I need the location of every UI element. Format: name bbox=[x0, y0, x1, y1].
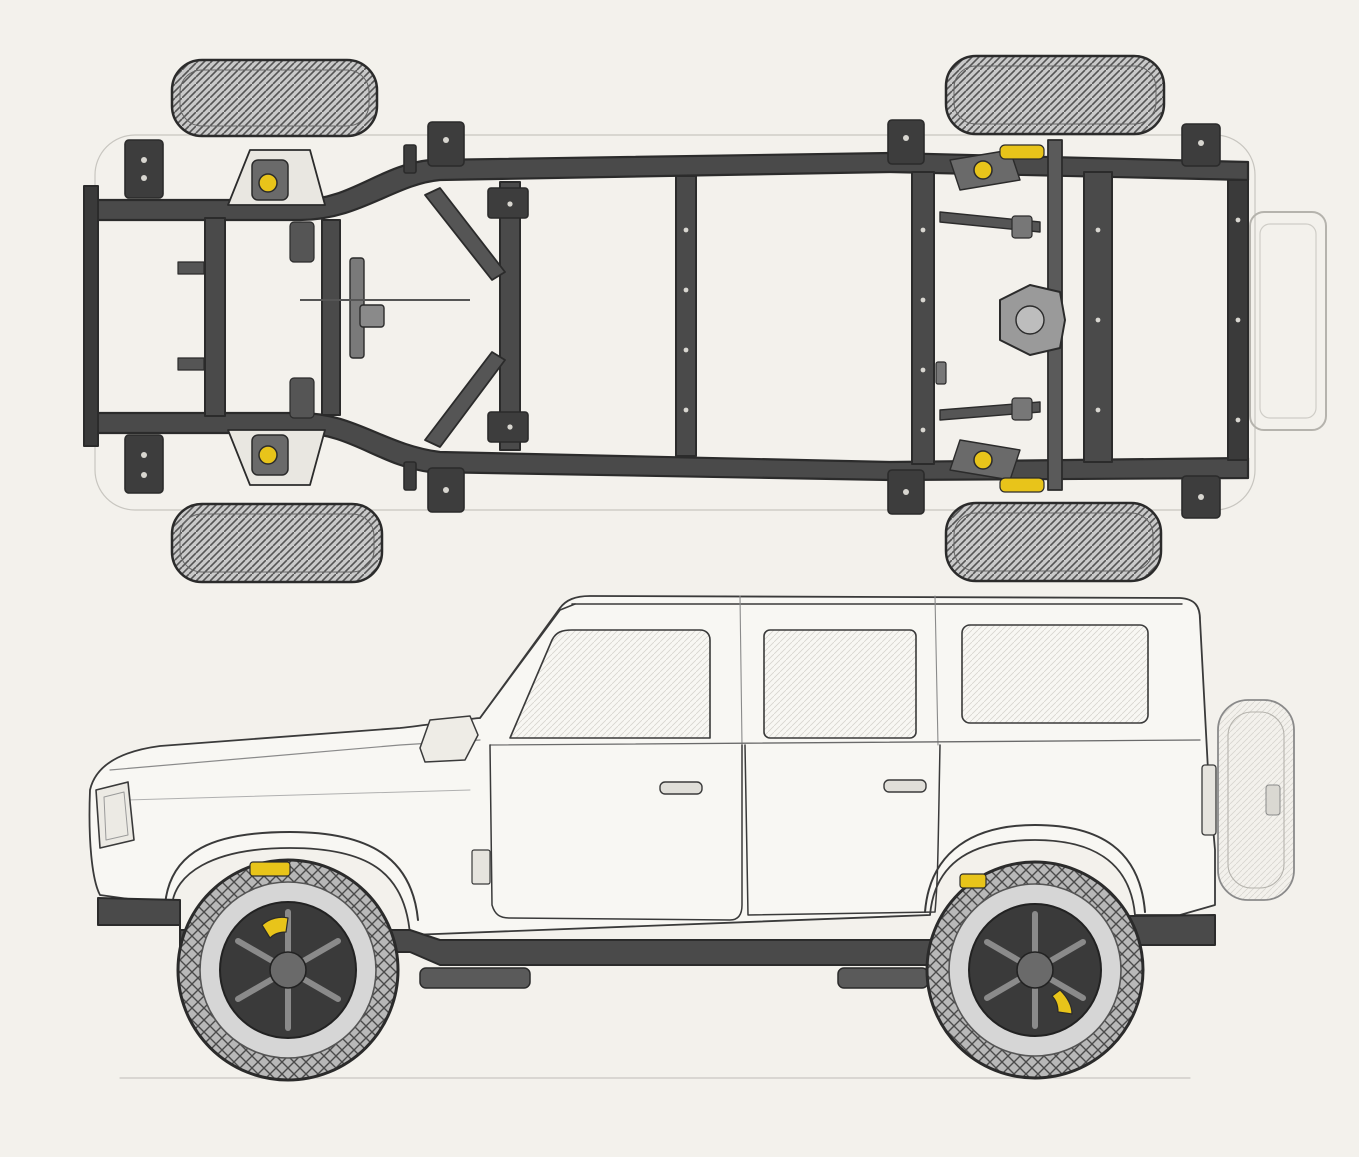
rear-fender-flare bbox=[924, 824, 1146, 913]
spare-tire-top bbox=[1249, 211, 1327, 431]
yellow-shock-icon bbox=[258, 173, 278, 193]
chassis-top-view bbox=[83, 54, 1327, 584]
crossmember-1 bbox=[204, 217, 226, 417]
brace-lower-diagonal bbox=[424, 351, 506, 448]
yellow-caliper-icon bbox=[999, 477, 1045, 493]
yellow-caliper-icon bbox=[1051, 989, 1073, 1015]
front-door bbox=[489, 744, 743, 921]
frame-mount-brackets bbox=[124, 119, 1221, 519]
front-suspension bbox=[177, 149, 470, 486]
crossmember-6 bbox=[1083, 171, 1113, 463]
window-rear-door bbox=[763, 629, 917, 739]
yellow-shock-icon bbox=[258, 445, 278, 465]
yellow-shock-icon bbox=[959, 873, 987, 889]
yellow-caliper-icon bbox=[261, 916, 289, 939]
side-mirror bbox=[419, 715, 479, 763]
yellow-shock-icon bbox=[973, 160, 993, 180]
brace-upper-diagonal bbox=[424, 187, 506, 281]
rear-wheel-side bbox=[925, 860, 1145, 1080]
rear-axle-assembly bbox=[935, 139, 1066, 493]
bolt-holes bbox=[141, 135, 1241, 500]
yellow-shock-icon bbox=[973, 450, 993, 470]
front-wheel-side bbox=[176, 858, 400, 1082]
tire-front-left-top bbox=[170, 58, 379, 138]
tire-front-right-top bbox=[170, 502, 384, 584]
front-bumper-bar bbox=[83, 185, 99, 447]
front-fender-flare bbox=[164, 831, 419, 921]
crossmember-4 bbox=[675, 175, 697, 457]
yellow-shock-icon bbox=[249, 861, 291, 877]
front-door-handle bbox=[659, 781, 703, 795]
yellow-caliper-icon bbox=[999, 144, 1045, 160]
rear-door-handle bbox=[883, 779, 927, 793]
crossmember-2 bbox=[321, 219, 341, 416]
spare-tire-side bbox=[1217, 699, 1295, 901]
window-rear-quarter bbox=[961, 624, 1149, 724]
crossmember-3 bbox=[499, 181, 521, 451]
tire-rear-left-top bbox=[944, 54, 1166, 136]
window-front-door bbox=[509, 629, 711, 739]
crossmember-5 bbox=[911, 171, 935, 465]
vehicle-side-view bbox=[88, 595, 1295, 1082]
tire-rear-right-top bbox=[944, 501, 1163, 583]
rear-door bbox=[744, 744, 941, 916]
